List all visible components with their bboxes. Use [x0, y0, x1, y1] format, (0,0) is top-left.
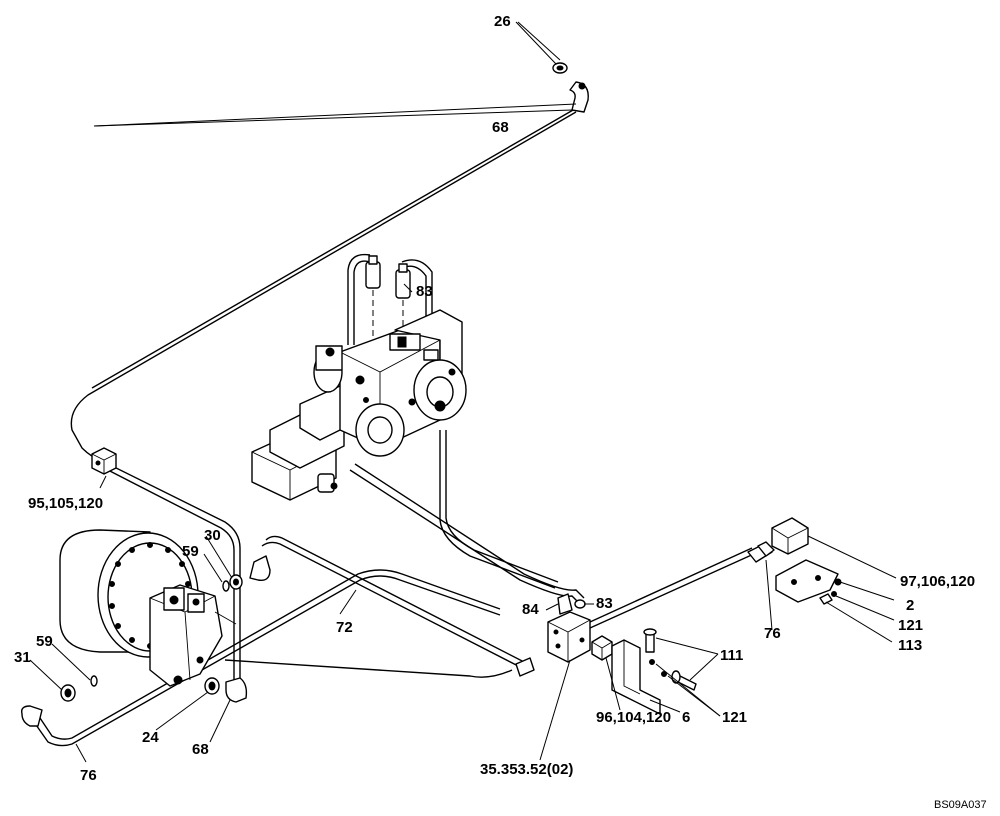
elbow-76-left — [20, 705, 43, 727]
label-76-left: 76 — [80, 767, 97, 784]
oring-59-upper — [222, 580, 230, 592]
label-121-right: 121 — [898, 617, 923, 634]
label-59-lower: 59 — [36, 633, 53, 650]
label-76-right: 76 — [764, 625, 781, 642]
small-fittings-left — [20, 555, 271, 727]
bracket-2 — [775, 559, 839, 603]
bolt-113 — [819, 593, 833, 605]
label-31: 31 — [14, 649, 31, 666]
washer-121 — [649, 659, 655, 665]
label-68-bottom: 68 — [192, 741, 209, 758]
label-72: 72 — [336, 619, 353, 636]
fitting-end-72 — [515, 657, 535, 677]
label-95-105-120: 95,105,120 — [28, 495, 103, 512]
clamp-97 — [771, 517, 809, 555]
clamp-left — [91, 447, 117, 475]
valve-fitting-left — [365, 261, 381, 289]
elbow-72 — [249, 555, 271, 581]
leader-lines — [29, 21, 897, 763]
label-96-104-120: 96,104,120 — [596, 709, 671, 726]
hose-valve-top-right — [401, 259, 433, 332]
hoses — [33, 105, 757, 747]
label-121-center: 121 — [722, 709, 747, 726]
oring-59-lower — [90, 675, 98, 687]
label-84: 84 — [522, 601, 539, 618]
solenoid-fitting — [317, 473, 335, 493]
label-83-mid: 83 — [596, 595, 613, 612]
drive-motor-unit — [149, 584, 223, 687]
center-block — [515, 593, 591, 677]
reference-code: BS09A037 — [934, 799, 987, 811]
label-59-upper: 59 — [182, 543, 199, 560]
hose-76-left — [33, 575, 501, 747]
label-35-353-52: 35.353.52(02) — [480, 761, 573, 778]
label-97-106-120: 97,106,120 — [900, 573, 975, 590]
elbow-68-bottom — [225, 677, 248, 703]
label-111: 111 — [720, 647, 743, 664]
hose-valve-to-84 — [349, 469, 581, 605]
clamp-96 — [591, 635, 613, 661]
label-26: 26 — [494, 13, 511, 30]
valve-fitting-right — [395, 269, 411, 299]
label-68-top: 68 — [492, 119, 509, 136]
callout-labels: 26 68 83 95,105,120 30 59 59 31 72 24 68… — [14, 13, 987, 811]
manifold-block — [547, 611, 591, 663]
label-6: 6 — [682, 709, 690, 726]
fitting-84 — [557, 593, 573, 615]
hose-block-to-76 — [589, 552, 757, 629]
fitting-83-mid — [574, 599, 586, 609]
label-113: 113 — [898, 637, 922, 654]
label-30: 30 — [204, 527, 221, 544]
label-24: 24 — [142, 729, 159, 746]
label-83-top: 83 — [416, 283, 433, 300]
label-2: 2 — [906, 597, 914, 614]
washer-121-right — [831, 591, 837, 597]
hose-valve-top-left — [347, 253, 371, 345]
hose-72 — [265, 535, 531, 666]
valve-assembly — [251, 255, 467, 501]
right-assembly — [747, 517, 842, 605]
final-drive-motor — [59, 529, 237, 687]
hose-left-block-to-68 — [103, 461, 241, 690]
bracket-6 — [611, 628, 697, 715]
hose-lower — [224, 659, 513, 678]
hose-valve-right-to-83 — [439, 430, 556, 589]
